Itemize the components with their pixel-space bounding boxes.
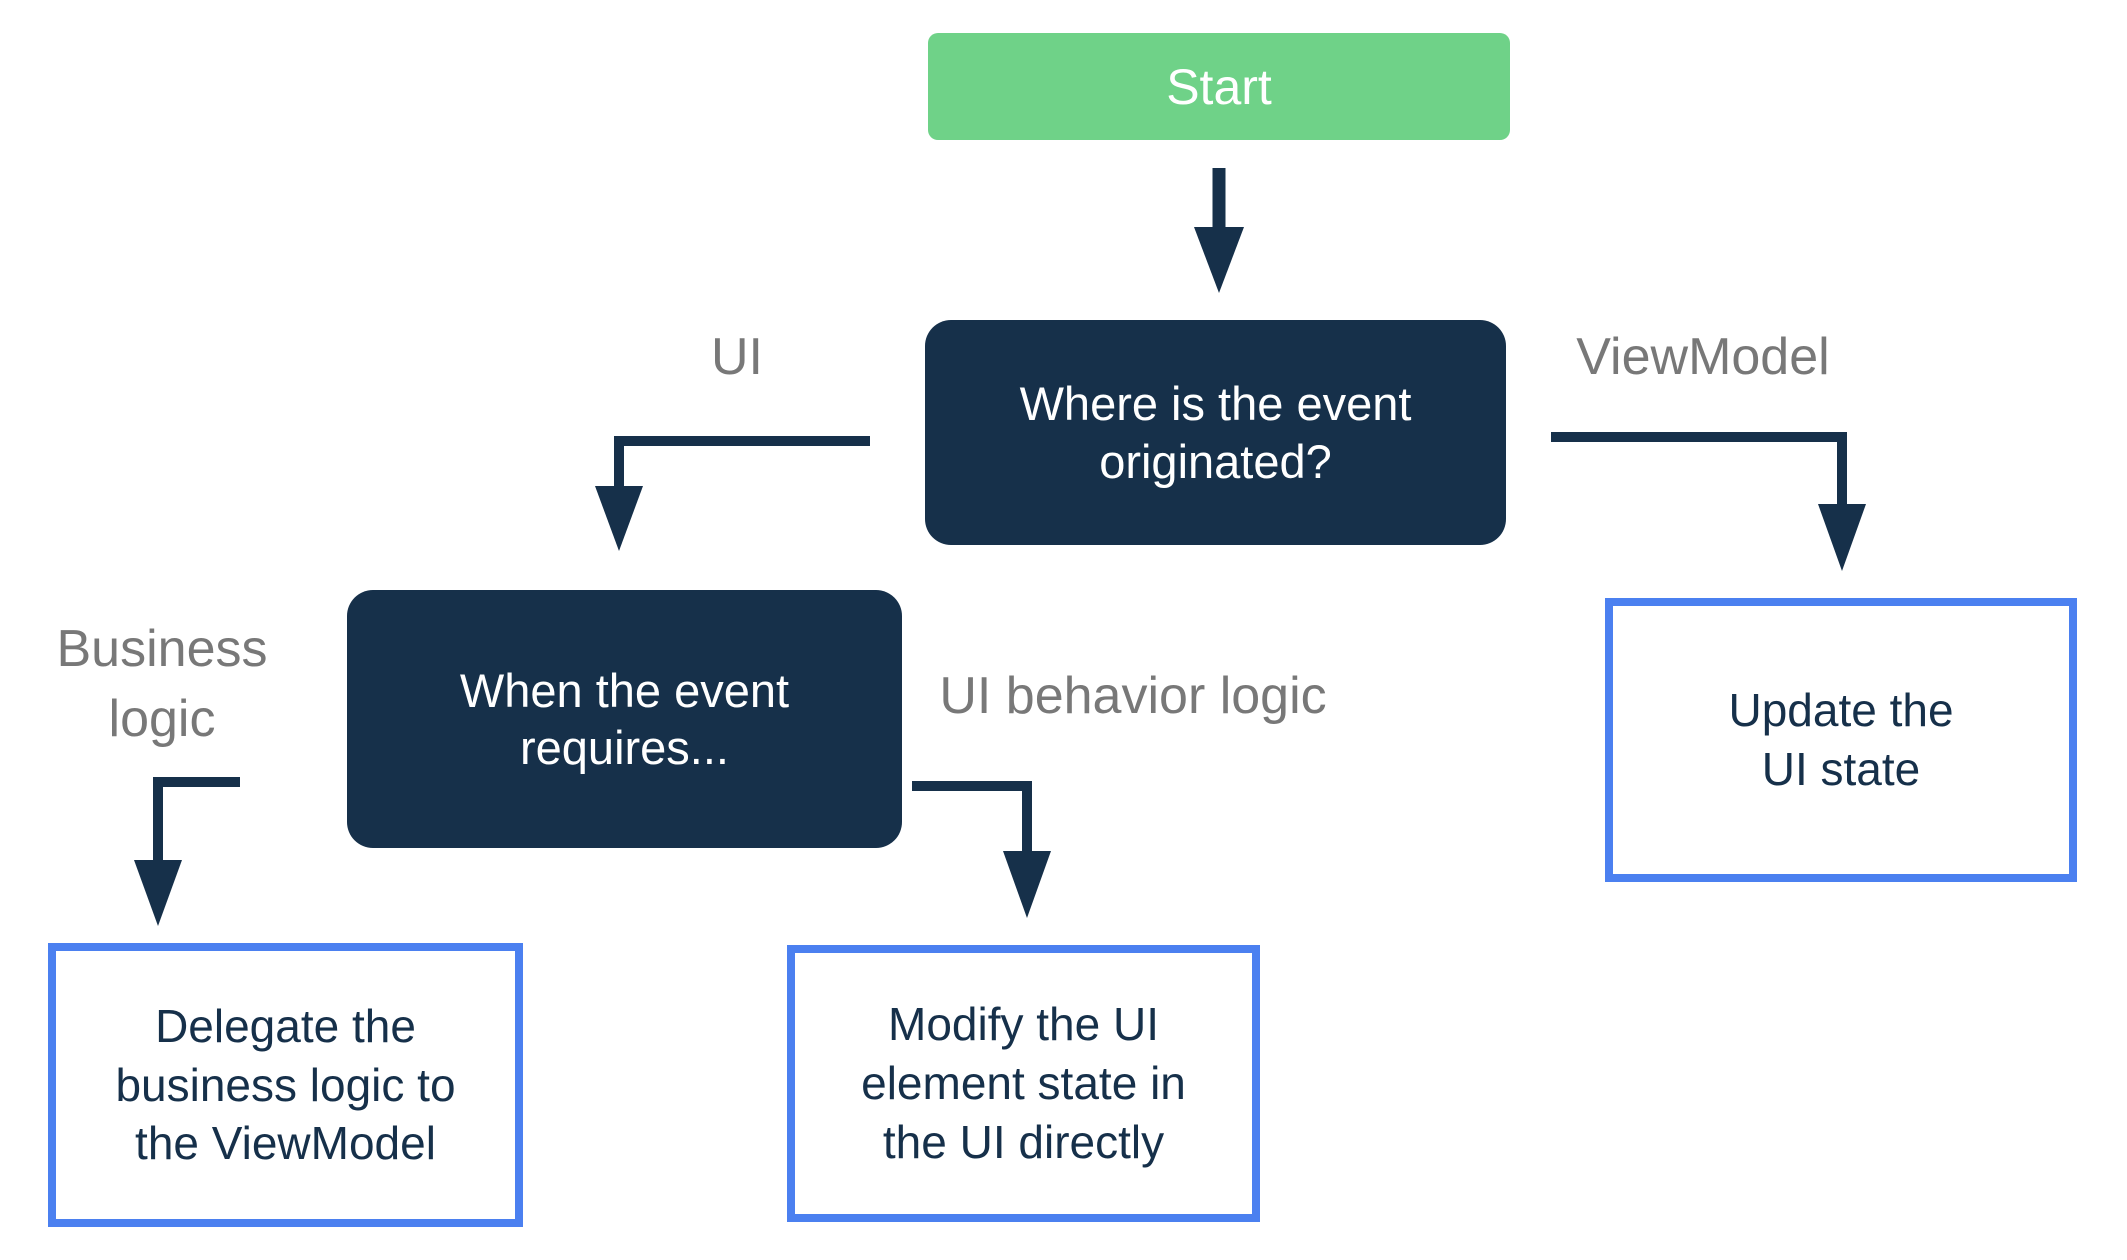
edge-label-viewmodel: ViewModel: [1576, 327, 1830, 386]
node-when-line: When the event: [459, 663, 790, 717]
node-start: Start: [928, 33, 1510, 140]
node-when-text: When the event requires...: [460, 662, 789, 777]
node-modify-text: Modify the UI element state in the UI di…: [861, 995, 1186, 1172]
node-delegate-text: Delegate the business logic to the ViewM…: [115, 997, 455, 1174]
edge-label-business-logic: Business logic: [57, 614, 268, 754]
node-delegate-line: Delegate the: [155, 999, 416, 1052]
node-when-line: requires...: [520, 721, 729, 774]
edge-label-business-line: Business: [56, 619, 268, 678]
node-question-line: originated?: [1099, 434, 1332, 488]
node-question: Where is the event originated?: [925, 320, 1506, 545]
edge-label-business-line: logic: [108, 690, 216, 748]
node-modify-line: element state in: [861, 1057, 1186, 1110]
edge-label-ui-behavior-logic: UI behavior logic: [939, 666, 1327, 725]
arrow-when-to-delegate-business: [134, 777, 240, 926]
node-delegate-business-logic: Delegate the business logic to the ViewM…: [48, 943, 523, 1227]
node-question-text: Where is the event originated?: [1020, 375, 1412, 490]
node-update-text: Update the UI state: [1728, 681, 1953, 799]
arrow-start-to-question: [1194, 168, 1244, 293]
node-start-label: Start: [1166, 58, 1272, 115]
node-delegate-line: business logic to: [115, 1058, 456, 1111]
arrow-question-to-when-ui: [595, 436, 870, 551]
arrow-question-to-update-viewmodel: [1551, 432, 1866, 571]
node-delegate-line: the ViewModel: [135, 1117, 436, 1170]
node-modify-line: the UI directly: [882, 1115, 1165, 1168]
node-update-line: Update the: [1728, 684, 1954, 737]
node-modify-ui-element: Modify the UI element state in the UI di…: [787, 945, 1260, 1222]
node-update-line: UI state: [1761, 743, 1921, 795]
edge-label-ui: UI: [711, 327, 763, 386]
node-when-event-requires: When the event requires...: [347, 590, 902, 848]
node-update-ui-state: Update the UI state: [1605, 598, 2077, 882]
node-question-line: Where is the event: [1019, 377, 1412, 431]
arrow-when-to-modify-ui-behavior: [912, 781, 1051, 918]
node-modify-line: Modify the UI: [888, 998, 1159, 1051]
